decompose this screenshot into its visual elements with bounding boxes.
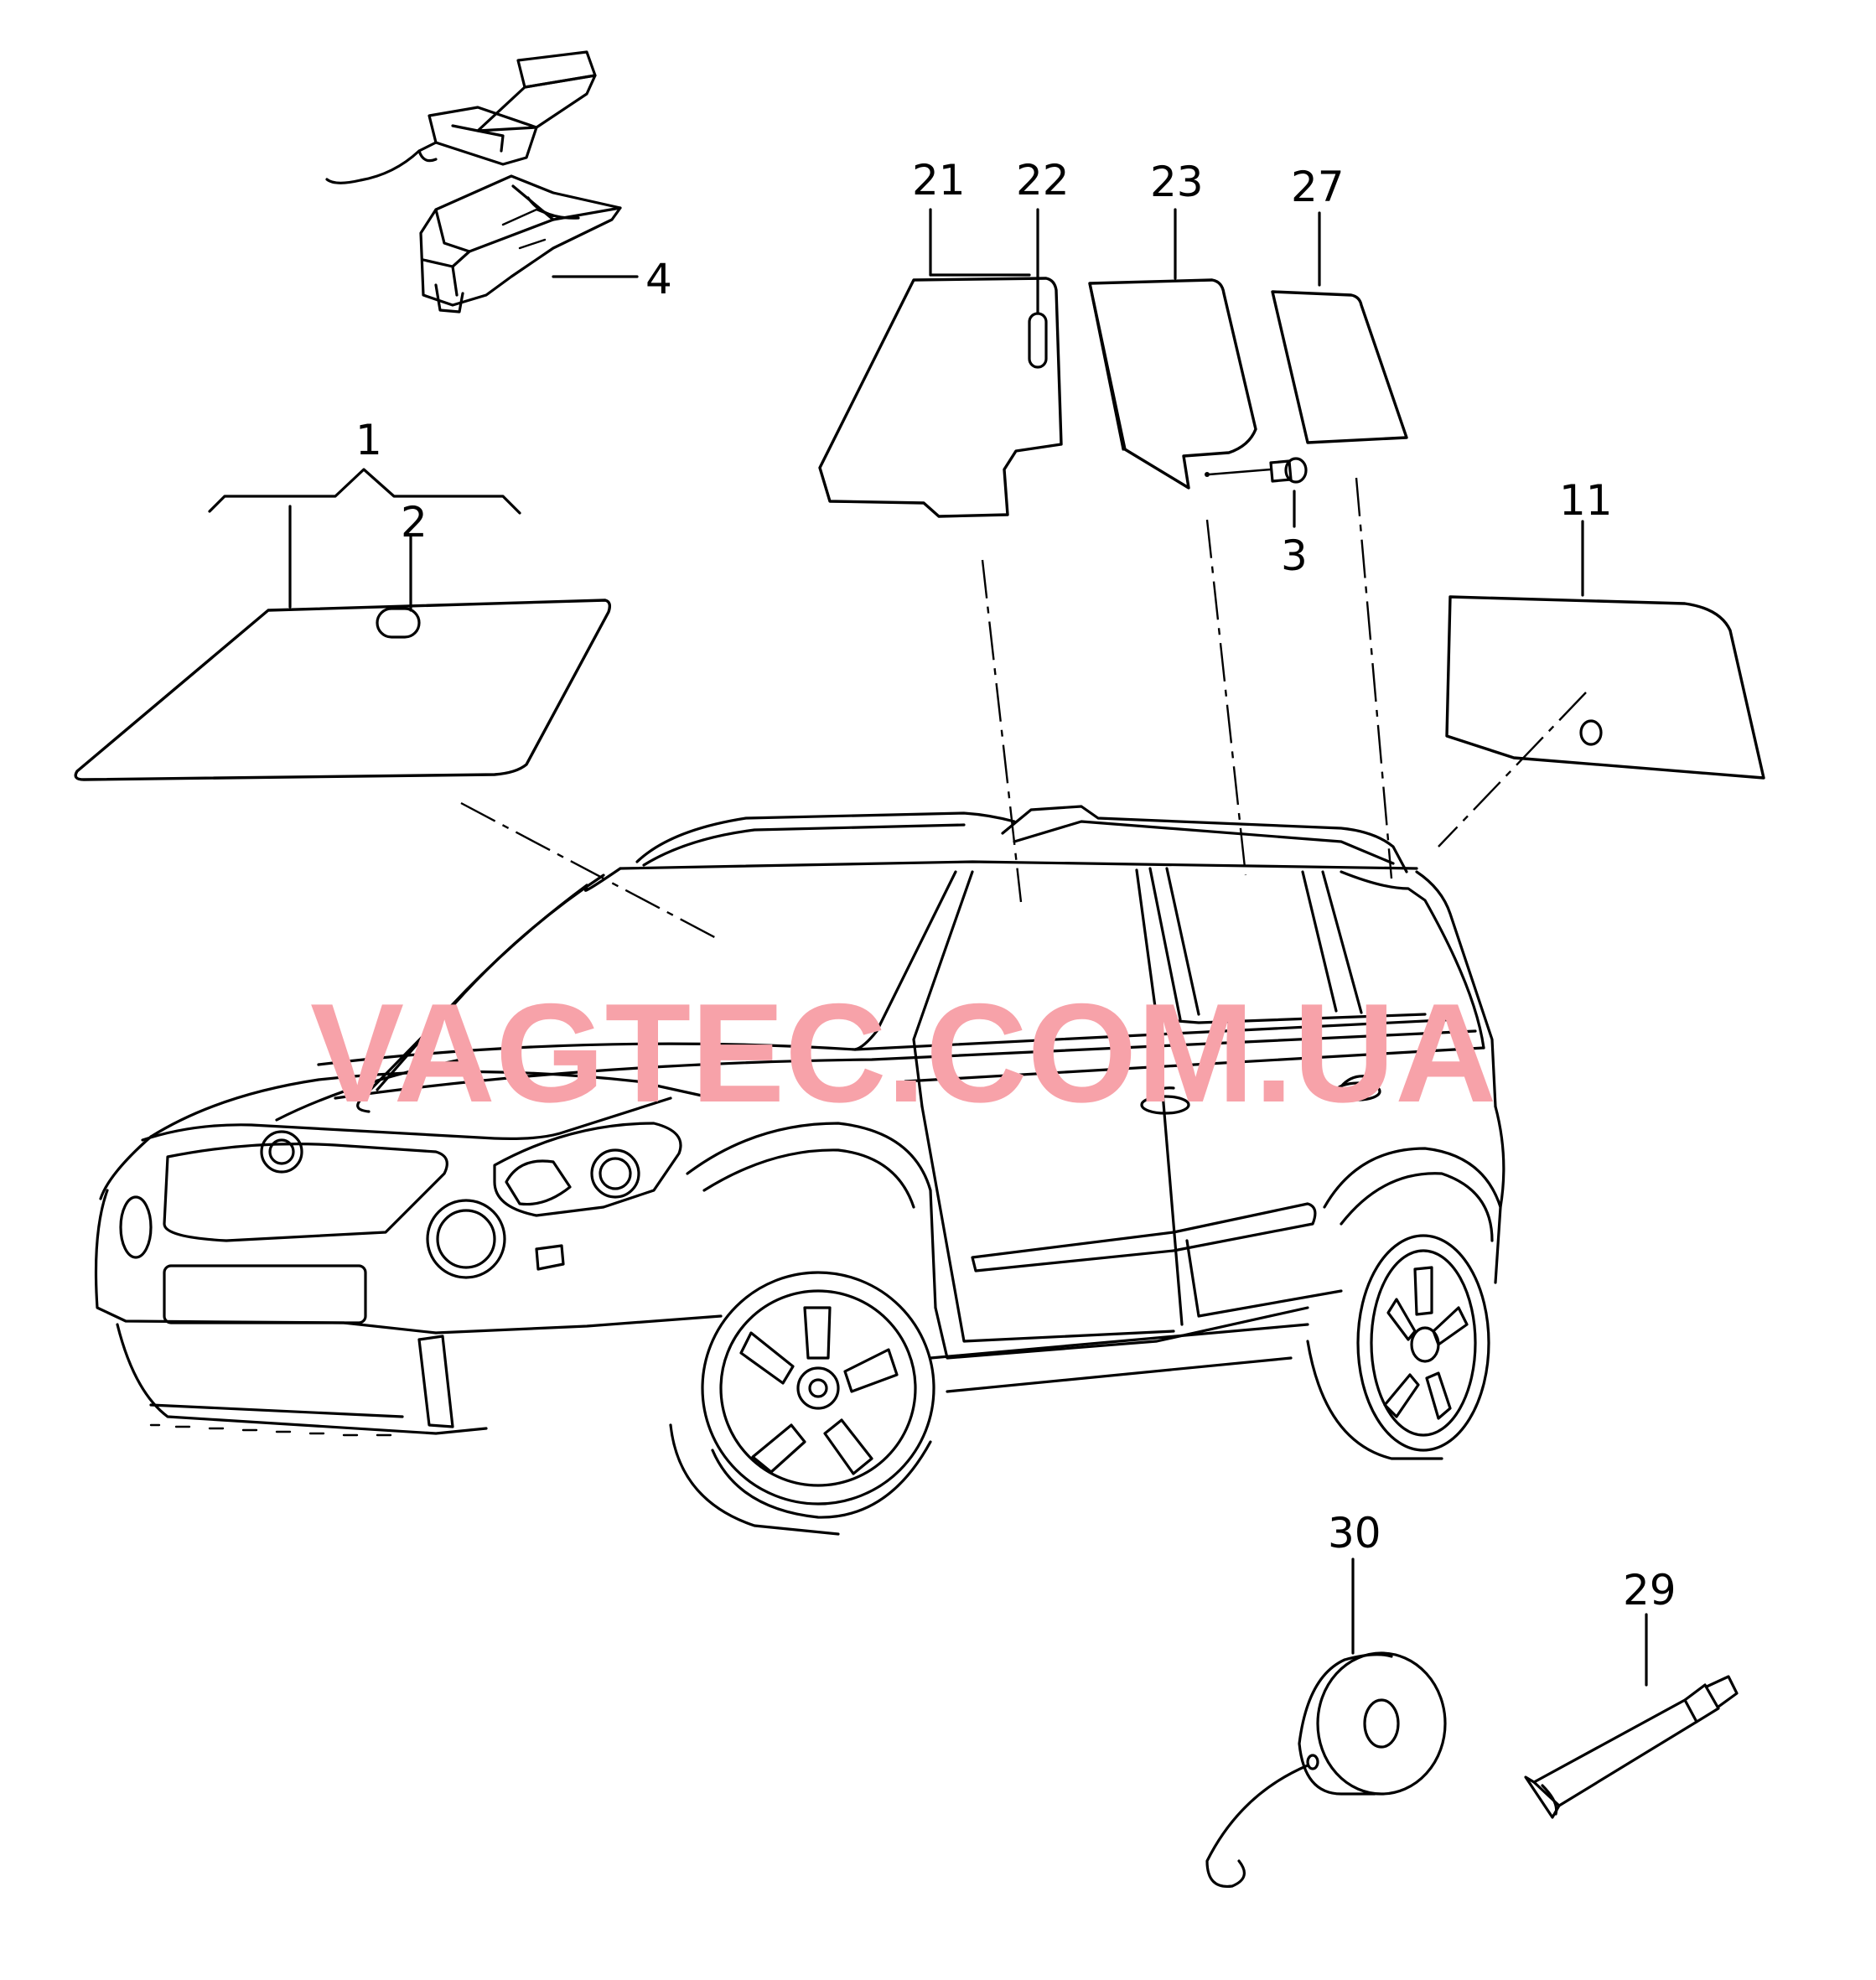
leader-lines — [460, 477, 1587, 942]
callout-11: 11 — [1559, 476, 1613, 525]
callout-23: 23 — [1150, 158, 1204, 206]
tube-part-29 — [1524, 1613, 1739, 1819]
callout-22: 22 — [1016, 156, 1070, 205]
callout-29: 29 — [1623, 1566, 1676, 1615]
watermark-text: VAGTEC.COM.UA — [310, 974, 1497, 1132]
screw-part-3 — [1205, 457, 1308, 528]
callout-1: 1 — [355, 416, 382, 464]
callout-21: 21 — [912, 156, 966, 205]
callout-3: 3 — [1281, 531, 1308, 580]
windscreen-part-1 — [74, 468, 612, 781]
sensor-assembly-part-4 — [325, 50, 639, 314]
front-door-window-part-21 — [818, 208, 1063, 518]
rear-window-part-11 — [1445, 520, 1765, 780]
callout-2: 2 — [401, 498, 428, 547]
callout-4: 4 — [645, 255, 672, 303]
rear-door-window-part-23 — [1088, 208, 1257, 490]
vehicle-body — [94, 805, 1505, 1536]
callout-30: 30 — [1328, 1509, 1381, 1558]
cord-spool-part-30 — [1205, 1558, 1447, 1889]
rear-quarter-window-part-27 — [1271, 211, 1408, 444]
callout-27: 27 — [1291, 163, 1345, 211]
callouts: 1 2 3 4 11 21 22 23 27 29 30 — [355, 156, 1676, 1615]
